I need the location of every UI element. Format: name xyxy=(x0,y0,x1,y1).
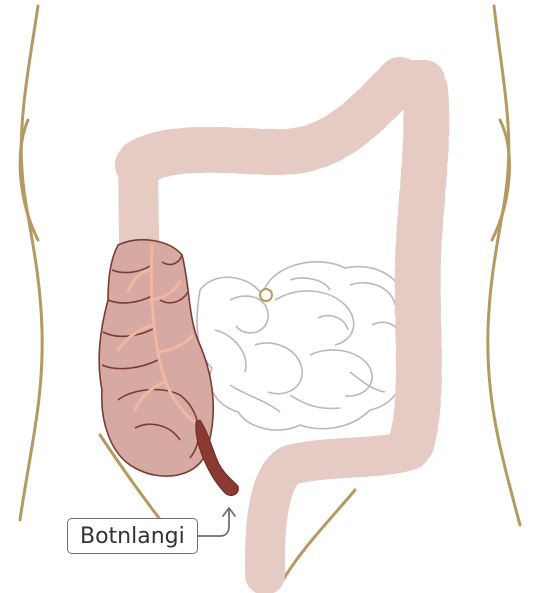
right-torso-line xyxy=(488,6,520,525)
left-torso-line xyxy=(20,6,42,520)
cecum xyxy=(99,240,213,476)
colon-haustra-top xyxy=(138,80,400,165)
botnlangi-label: Botnlangi xyxy=(67,518,198,554)
colon-haustra-descending xyxy=(410,90,426,448)
right-groin-line xyxy=(280,490,355,585)
duodenal-marker-ring xyxy=(260,289,272,301)
callout-arrow xyxy=(195,508,235,536)
small-intestine xyxy=(197,262,412,430)
